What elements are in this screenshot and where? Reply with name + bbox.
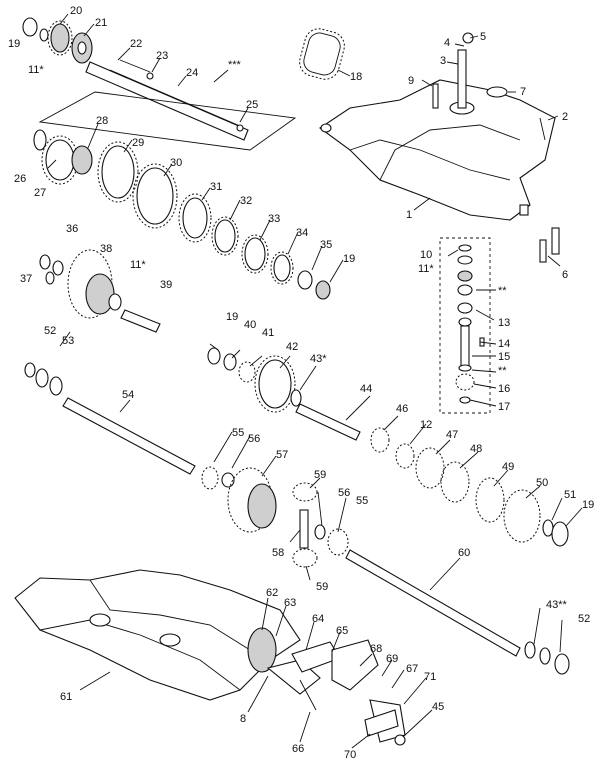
gear-row-middle	[39, 249, 161, 333]
callout-28: 28	[96, 115, 108, 127]
differential-group	[201, 466, 570, 675]
callout-3: 3	[440, 55, 446, 67]
upper-shaft-assembly	[22, 17, 297, 151]
gearcase-cover	[319, 32, 560, 263]
callout-22: 22	[130, 38, 142, 50]
callout-66: 66	[292, 743, 304, 755]
callout-11-c: 11*	[418, 263, 434, 275]
callout-1: 1	[406, 209, 412, 221]
callout-27: 27	[34, 187, 46, 199]
callout-54: 54	[122, 389, 134, 401]
callout-43-b: 43**	[546, 599, 568, 611]
callout-46: 46	[396, 403, 408, 415]
callout-42: 42	[286, 341, 298, 353]
callout-57: 57	[276, 449, 288, 461]
callout-71: 71	[424, 671, 436, 683]
callout-19-d: 19	[582, 499, 594, 511]
callout-62: 62	[266, 587, 278, 599]
callout-68: 68	[370, 643, 382, 655]
callout-37: 37	[20, 273, 32, 285]
callout-50: 50	[536, 477, 548, 489]
callout-30: 30	[170, 157, 182, 169]
callout-55-b: 55	[356, 495, 368, 507]
callout-41: 41	[262, 327, 274, 339]
callout-7: 7	[520, 86, 526, 98]
callout-5: 5	[480, 31, 486, 43]
callout-24: 24	[186, 67, 198, 79]
callout-59-a: 59	[314, 469, 326, 481]
gear-row-upper	[33, 129, 331, 300]
callout-55-a: 55	[232, 427, 244, 439]
callout-61: 61	[60, 691, 72, 703]
callout-25: 25	[246, 99, 258, 111]
callout-60: 60	[458, 547, 470, 559]
callout-56-a: 56	[248, 433, 260, 445]
lower-housing	[14, 569, 406, 746]
callout-40: 40	[244, 319, 256, 331]
callout-69: 69	[386, 653, 398, 665]
callout-45: 45	[432, 701, 444, 713]
callout-33: 33	[268, 213, 280, 225]
callout-shift-note-b: **	[498, 365, 507, 377]
callout-67: 67	[406, 663, 418, 675]
callout-2: 2	[562, 111, 568, 123]
callout-14: 14	[498, 338, 510, 350]
callout-8: 8	[240, 713, 246, 725]
callout-26: 26	[14, 173, 26, 185]
callout-10: 10	[420, 249, 432, 261]
callout-49: 49	[502, 461, 514, 473]
callout-29: 29	[132, 137, 144, 149]
callout-20: 20	[70, 5, 82, 17]
callout-19-b: 19	[343, 253, 355, 265]
callout-21: 21	[95, 17, 107, 29]
callout-12: 12	[420, 419, 432, 431]
callout-36: 36	[66, 223, 78, 235]
callout-9: 9	[408, 75, 414, 87]
callout-48: 48	[470, 443, 482, 455]
callout-18: 18	[350, 71, 362, 83]
callout-11-a: 11*	[28, 64, 44, 76]
callout-6: 6	[562, 269, 568, 281]
callout-24-note: ***	[228, 59, 242, 71]
callout-63: 63	[284, 597, 296, 609]
callout-15: 15	[498, 351, 510, 363]
callout-53: 53	[62, 335, 74, 347]
callout-34: 34	[296, 227, 308, 239]
callout-17: 17	[498, 401, 510, 413]
callout-58: 58	[272, 547, 284, 559]
callout-shift-note-a: **	[498, 285, 507, 297]
callout-39: 39	[160, 279, 172, 291]
callout-44: 44	[360, 383, 372, 395]
callout-59-b: 59	[316, 581, 328, 593]
callout-4: 4	[444, 37, 450, 49]
callout-labels: 19 11* 20 21 22 23 24 *** 25 18 4 5 3 9 …	[8, 5, 594, 761]
callout-11-b: 11*	[130, 259, 146, 271]
drive-chain	[299, 28, 345, 80]
callout-35: 35	[320, 239, 332, 251]
callout-47: 47	[446, 429, 458, 441]
callout-16: 16	[498, 383, 510, 395]
leader-lines	[47, 13, 583, 749]
shift-shaft-stack	[439, 237, 491, 414]
callout-38: 38	[100, 243, 112, 255]
callout-65: 65	[336, 625, 348, 637]
callout-52-a: 52	[44, 325, 56, 337]
callout-31: 31	[210, 181, 222, 193]
callout-51: 51	[564, 489, 576, 501]
callout-43-a: 43*	[310, 353, 327, 365]
callout-23: 23	[156, 50, 168, 62]
callout-32: 32	[240, 195, 252, 207]
callout-56-b: 56	[338, 487, 350, 499]
callout-13: 13	[498, 317, 510, 329]
callout-64: 64	[312, 613, 324, 625]
callout-19-c: 19	[226, 311, 238, 323]
callout-70: 70	[344, 749, 356, 761]
lower-shafts	[24, 347, 569, 547]
callout-19-a: 19	[8, 38, 20, 50]
callout-52-b: 52	[578, 613, 590, 625]
